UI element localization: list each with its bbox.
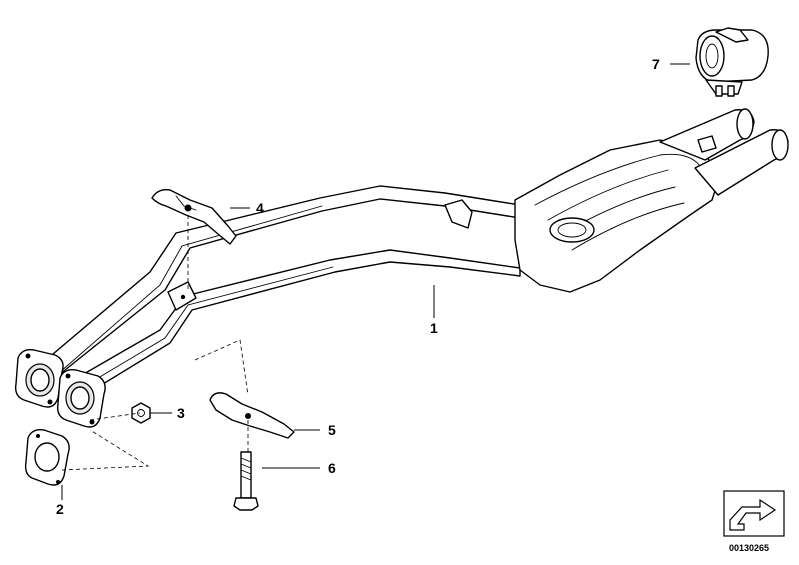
lower-bracket[interactable] <box>209 392 295 439</box>
flange-gasket[interactable] <box>24 428 70 486</box>
pipe-clamp[interactable] <box>695 27 769 97</box>
leader-lines <box>61 63 690 500</box>
callout-5: 5 <box>328 422 336 438</box>
reference-box: 00130265 <box>723 490 785 553</box>
callout-4: 4 <box>256 200 264 216</box>
hex-nut[interactable] <box>131 402 151 424</box>
callout-1: 1 <box>430 320 438 336</box>
upper-bracket[interactable] <box>151 188 237 245</box>
doc-number: 00130265 <box>729 543 769 553</box>
assembly-guide-lines <box>61 215 249 471</box>
callout-6: 6 <box>328 460 336 476</box>
front-pipe-with-catalytic-converter[interactable] <box>14 108 789 428</box>
arrow-icon <box>729 498 777 531</box>
callout-2: 2 <box>56 501 64 517</box>
callout-7: 7 <box>652 56 660 72</box>
callout-labels: 1 2 3 4 5 6 7 <box>56 56 660 517</box>
hex-bolt[interactable] <box>233 451 259 511</box>
callout-3: 3 <box>177 405 185 421</box>
